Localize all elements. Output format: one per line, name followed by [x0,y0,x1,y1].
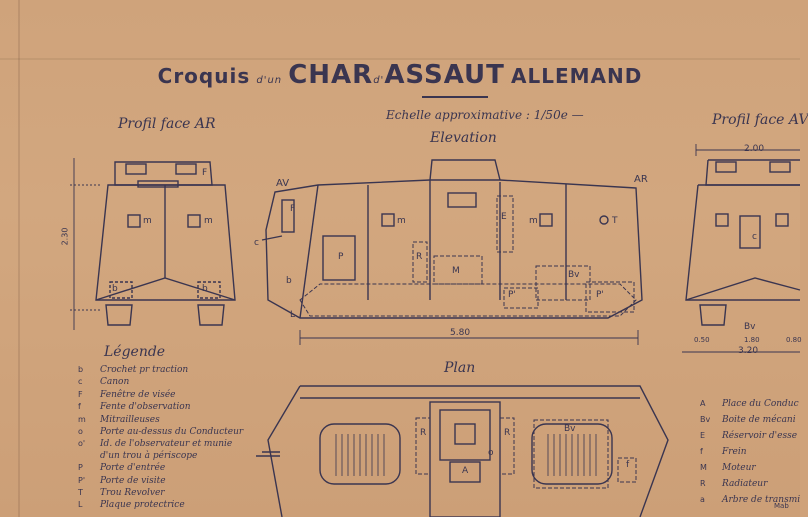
label-E: E [501,212,507,222]
plan-view [256,385,669,517]
legend-title: Légende [104,344,166,360]
paper-fold [0,58,800,60]
label-A: A [462,466,469,476]
dim-width-top: 2.00 [744,144,765,154]
label-L: L [290,310,296,320]
dim-length: 5.80 [450,328,471,338]
label-P: P [338,252,344,262]
label-o: o [488,448,494,458]
title-underline [422,96,488,98]
paper-fold [18,0,20,517]
label-R: R [504,428,511,438]
label-P-prime: P' [508,290,516,300]
label-front: AV [276,178,290,189]
label-Bv: Bv [564,424,576,434]
scale-note: Echelle approximative : 1/50e — [386,108,584,122]
plan-heading: Plan [444,360,476,376]
legend-tail: Mab [774,502,789,510]
front-profile-view [682,144,801,353]
label-Bv: Bv [568,270,580,280]
label-rear: AR [634,174,648,185]
page-title: Croquis d'un CHARd'ASSAUT ALLEMAND [157,60,643,90]
dim-d1: 0.50 [694,336,710,344]
label-c: c [752,232,757,242]
label-F: F [290,204,296,214]
label-f: f [626,460,630,470]
legend-row: d'un trou à périscope [100,450,198,461]
label-c: c [254,238,259,248]
label-R: R [420,428,427,438]
dim-d2: 1.80 [744,336,760,344]
label-m: m [143,216,152,226]
label-R: R [416,252,423,262]
rear-profile-view [70,158,236,330]
legend-row: o'Id. de l'observateur et munie [78,439,233,450]
label-m: m [397,216,406,226]
label-b: b [202,284,208,294]
elevation-view [261,159,643,345]
label-m: m [204,216,213,226]
elevation-heading: Elevation [430,130,497,146]
label-b: b [286,276,292,286]
dim-width-bottom: 3.20 [738,346,759,356]
legend-row: P'Porte de visite [78,475,166,486]
dim-d3: 0.80 [786,336,802,344]
front-profile-heading: Profil face AV [712,112,808,128]
label-P-prime: P' [596,290,604,300]
rear-profile-heading: Profil face AR [118,116,216,132]
label-Bv: Bv [744,322,756,332]
label-b: b [112,284,118,294]
label-m: m [529,216,538,226]
label-T: T [612,216,618,226]
dim-height: 2.30 [60,227,70,246]
label-M: M [452,266,460,276]
label-F: F [202,168,208,178]
